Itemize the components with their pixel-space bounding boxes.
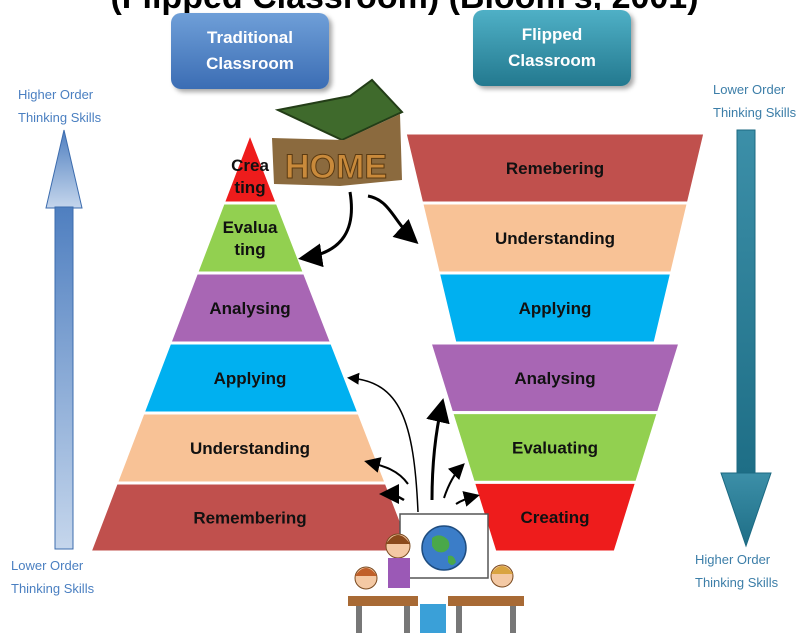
flipped-pyramid: RemeberingUnderstandingApplyingAnalysing… — [403, 131, 707, 554]
left-top-line-1: Higher Order — [18, 87, 94, 102]
right-bottom-line-1: Higher Order — [695, 552, 771, 567]
arrow-to-analysing — [426, 398, 450, 501]
home-icon: HOME — [272, 78, 404, 187]
traditional-label-creating-line-1: Crea — [231, 156, 269, 175]
right-axis-top-label: Lower Order Thinking Skills — [713, 78, 796, 124]
flipped-classroom-header: Flipped Classroom — [473, 10, 631, 86]
arrow-to-understanding — [364, 457, 409, 485]
flipped-label-evaluating: Evaluating — [512, 439, 598, 458]
left-axis-bottom-label: Lower Order Thinking Skills — [11, 554, 94, 600]
traditional-label-remembering: Remembering — [193, 509, 306, 528]
desk-right — [448, 596, 524, 606]
desk-left — [348, 596, 418, 606]
home-to-understanding-arrow — [367, 194, 419, 245]
flipped-header-line-2: Classroom — [508, 51, 596, 70]
flipped-label-remebering: Remebering — [506, 159, 604, 178]
traditional-header-line-1: Traditional — [207, 28, 293, 47]
right-down-arrow — [720, 129, 772, 548]
left-axis-top-label: Higher Order Thinking Skills — [18, 83, 101, 129]
flipped-header-line-1: Flipped — [521, 25, 583, 44]
left-bottom-line-2: Thinking Skills — [11, 581, 95, 596]
right-bottom-line-2: Thinking Skills — [695, 575, 779, 590]
traditional-label-evaluating-line-1: Evalua — [223, 218, 278, 237]
left-top-line-2: Thinking Skills — [18, 110, 102, 125]
arrow-to-creating — [455, 491, 480, 507]
left-up-arrow — [45, 129, 83, 550]
classroom-illustration — [348, 513, 524, 633]
right-axis-bottom-label: Higher Order Thinking Skills — [695, 548, 778, 594]
teacher-arrows — [347, 372, 480, 513]
traditional-label-evaluating-line-2: ting — [234, 240, 265, 259]
arrow-to-evaluating — [443, 463, 465, 499]
flipped-label-understanding: Understanding — [495, 229, 615, 248]
home-to-evaluating-arrow — [298, 191, 353, 268]
right-top-line-2: Thinking Skills — [713, 105, 797, 120]
traditional-classroom-header: Traditional Classroom — [171, 13, 329, 89]
traditional-pyramid: CreatingEvaluatingAnalysingApplyingUnder… — [87, 128, 416, 554]
traditional-layer-evaluating — [194, 201, 307, 275]
arrow-to-applying — [347, 372, 419, 513]
traditional-label-understanding: Understanding — [190, 439, 310, 458]
right-top-line-1: Lower Order — [713, 82, 786, 97]
left-bottom-line-1: Lower Order — [11, 558, 84, 573]
traditional-label-applying: Applying — [214, 369, 287, 388]
arrow-to-remembering — [379, 484, 405, 505]
flipped-label-creating: Creating — [521, 508, 590, 527]
teacher-body — [388, 558, 410, 588]
student-middle — [420, 604, 446, 633]
traditional-header-line-2: Classroom — [206, 54, 294, 73]
flipped-label-analysing: Analysing — [514, 369, 595, 388]
flipped-label-applying: Applying — [519, 299, 592, 318]
traditional-label-creating-line-2: ting — [234, 178, 265, 197]
home-sign-text: HOME — [285, 148, 387, 186]
traditional-label-analysing: Analysing — [209, 299, 290, 318]
